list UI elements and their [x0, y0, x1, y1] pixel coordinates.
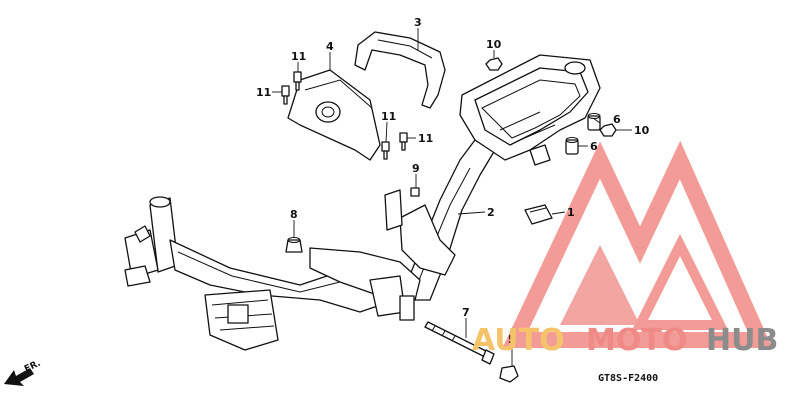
grommet-part-8	[285, 237, 303, 253]
callout-2: 2	[487, 206, 495, 219]
callout-11-c: 11	[381, 110, 396, 123]
diagram-code: GT8S-F2400	[598, 373, 658, 384]
callout-10-b: 10	[634, 124, 650, 137]
callout-9: 9	[412, 162, 420, 175]
callout-1: 1	[567, 206, 575, 219]
collar-part-6-b	[565, 137, 579, 155]
bracket-part-3	[354, 31, 446, 109]
bolt-part-7	[424, 321, 495, 365]
callout-11-a: 11	[291, 50, 306, 63]
pad-part-1	[524, 204, 553, 225]
cap-nut-part-5	[499, 365, 519, 383]
watermark-logo	[502, 140, 773, 348]
callout-11-d: 11	[418, 132, 433, 145]
leader-lines	[272, 28, 632, 366]
arrow-icon	[4, 368, 34, 386]
callout-6-a: 6	[613, 113, 621, 126]
callout-3: 3	[414, 16, 422, 29]
bolt-part-11-a	[293, 71, 302, 91]
bolt-part-11-c	[381, 141, 390, 160]
bolt-part-11-b	[281, 85, 290, 105]
rear-tray	[459, 54, 601, 166]
front-direction-arrow: FR.	[4, 359, 42, 386]
callout-6-b: 6	[590, 140, 598, 153]
bolt-part-11-d	[399, 132, 408, 151]
callout-5: 5	[508, 333, 516, 346]
watermark-text: AUTO MOTO HUB	[472, 323, 778, 358]
callout-4: 4	[326, 40, 334, 53]
clip-part-9	[384, 187, 420, 231]
callout-10-a: 10	[486, 38, 502, 51]
callout-11-b: 11	[256, 86, 271, 99]
callout-7: 7	[462, 306, 470, 319]
main-frame-part-2	[124, 139, 496, 351]
nut-part-10-a	[485, 57, 503, 71]
watermark-auto: AUTO	[472, 323, 565, 358]
nut-part-10-b	[599, 123, 617, 137]
watermark-hub: HUB	[706, 323, 778, 358]
cover-part-4	[287, 69, 381, 161]
callout-labels: 1 2 3 4 5 6 6 7 8 9 10 10 11 11 11 11	[256, 16, 650, 346]
callout-8: 8	[290, 208, 298, 221]
watermark-moto: MOTO	[586, 323, 687, 358]
